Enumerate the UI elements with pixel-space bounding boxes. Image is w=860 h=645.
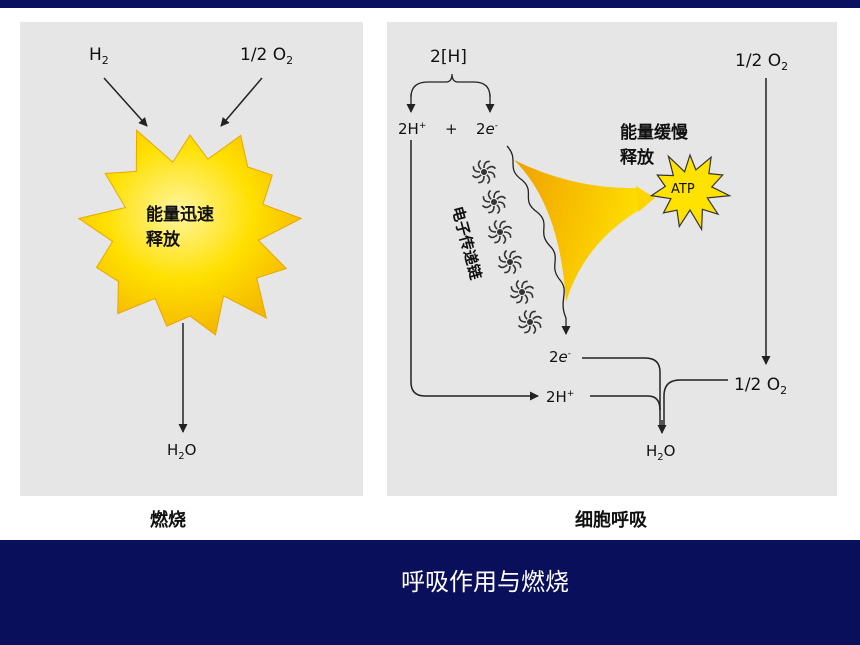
title-bar <box>0 540 860 645</box>
2h-plus-bottom-label: 2H+ <box>546 388 574 406</box>
energy-fan-tip <box>636 186 655 212</box>
electron-carrier-icon <box>497 249 523 275</box>
slow-release-line1: 能量缓慢 <box>620 122 689 143</box>
burst-text-line1: 能量迅速 <box>146 204 214 225</box>
respiration-panel <box>387 22 837 496</box>
burst-text-line2: 释放 <box>146 229 181 250</box>
2h-plus-label: 2H+ <box>398 120 426 138</box>
h2-arrow <box>103 77 148 127</box>
electron-merge-path <box>582 357 661 425</box>
diagram-canvas: H2 1/2 O2 能量迅速 释放 H2O 燃烧 2[H] 2H+ + 2e- … <box>20 22 837 531</box>
electron-carrier-icon <box>517 309 543 335</box>
electron-carrier-icon <box>481 189 507 215</box>
proton-path <box>410 140 539 401</box>
top-bar <box>0 0 860 8</box>
electron-carrier-icon <box>509 279 535 305</box>
atp-burst <box>649 153 732 232</box>
2h-label: 2[H] <box>430 47 467 67</box>
h2o-left-label: H2O <box>167 441 196 462</box>
h2-label: H2 <box>89 45 109 67</box>
2e-label: 2e- <box>476 120 498 138</box>
o2-arrow <box>220 77 263 127</box>
split-brace <box>410 73 491 98</box>
h2o-right-label: H2O <box>646 442 675 463</box>
oxygen-merge-path <box>663 379 728 425</box>
energy-burst <box>77 129 303 336</box>
energy-fan <box>514 160 646 302</box>
half-o2-top-label: 1/2 O2 <box>735 51 788 73</box>
slide-title: 呼吸作用与燃烧 <box>401 568 569 596</box>
half-o2-bottom-label: 1/2 O2 <box>734 375 787 397</box>
2e-bottom-label: 2e- <box>549 348 571 366</box>
atp-label: ATP <box>671 182 695 197</box>
plus-sign: + <box>445 120 458 138</box>
electron-carrier-group <box>471 159 543 335</box>
half-o2-label: 1/2 O2 <box>240 45 293 67</box>
electron-carrier-icon <box>471 159 497 185</box>
proton-merge-path <box>590 395 661 411</box>
combustion-caption: 燃烧 <box>150 509 186 531</box>
slow-release-line2: 释放 <box>620 147 655 168</box>
electron-carrier-icon <box>487 219 513 245</box>
electron-chain-path <box>506 145 571 335</box>
respiration-caption: 细胞呼吸 <box>575 509 648 531</box>
